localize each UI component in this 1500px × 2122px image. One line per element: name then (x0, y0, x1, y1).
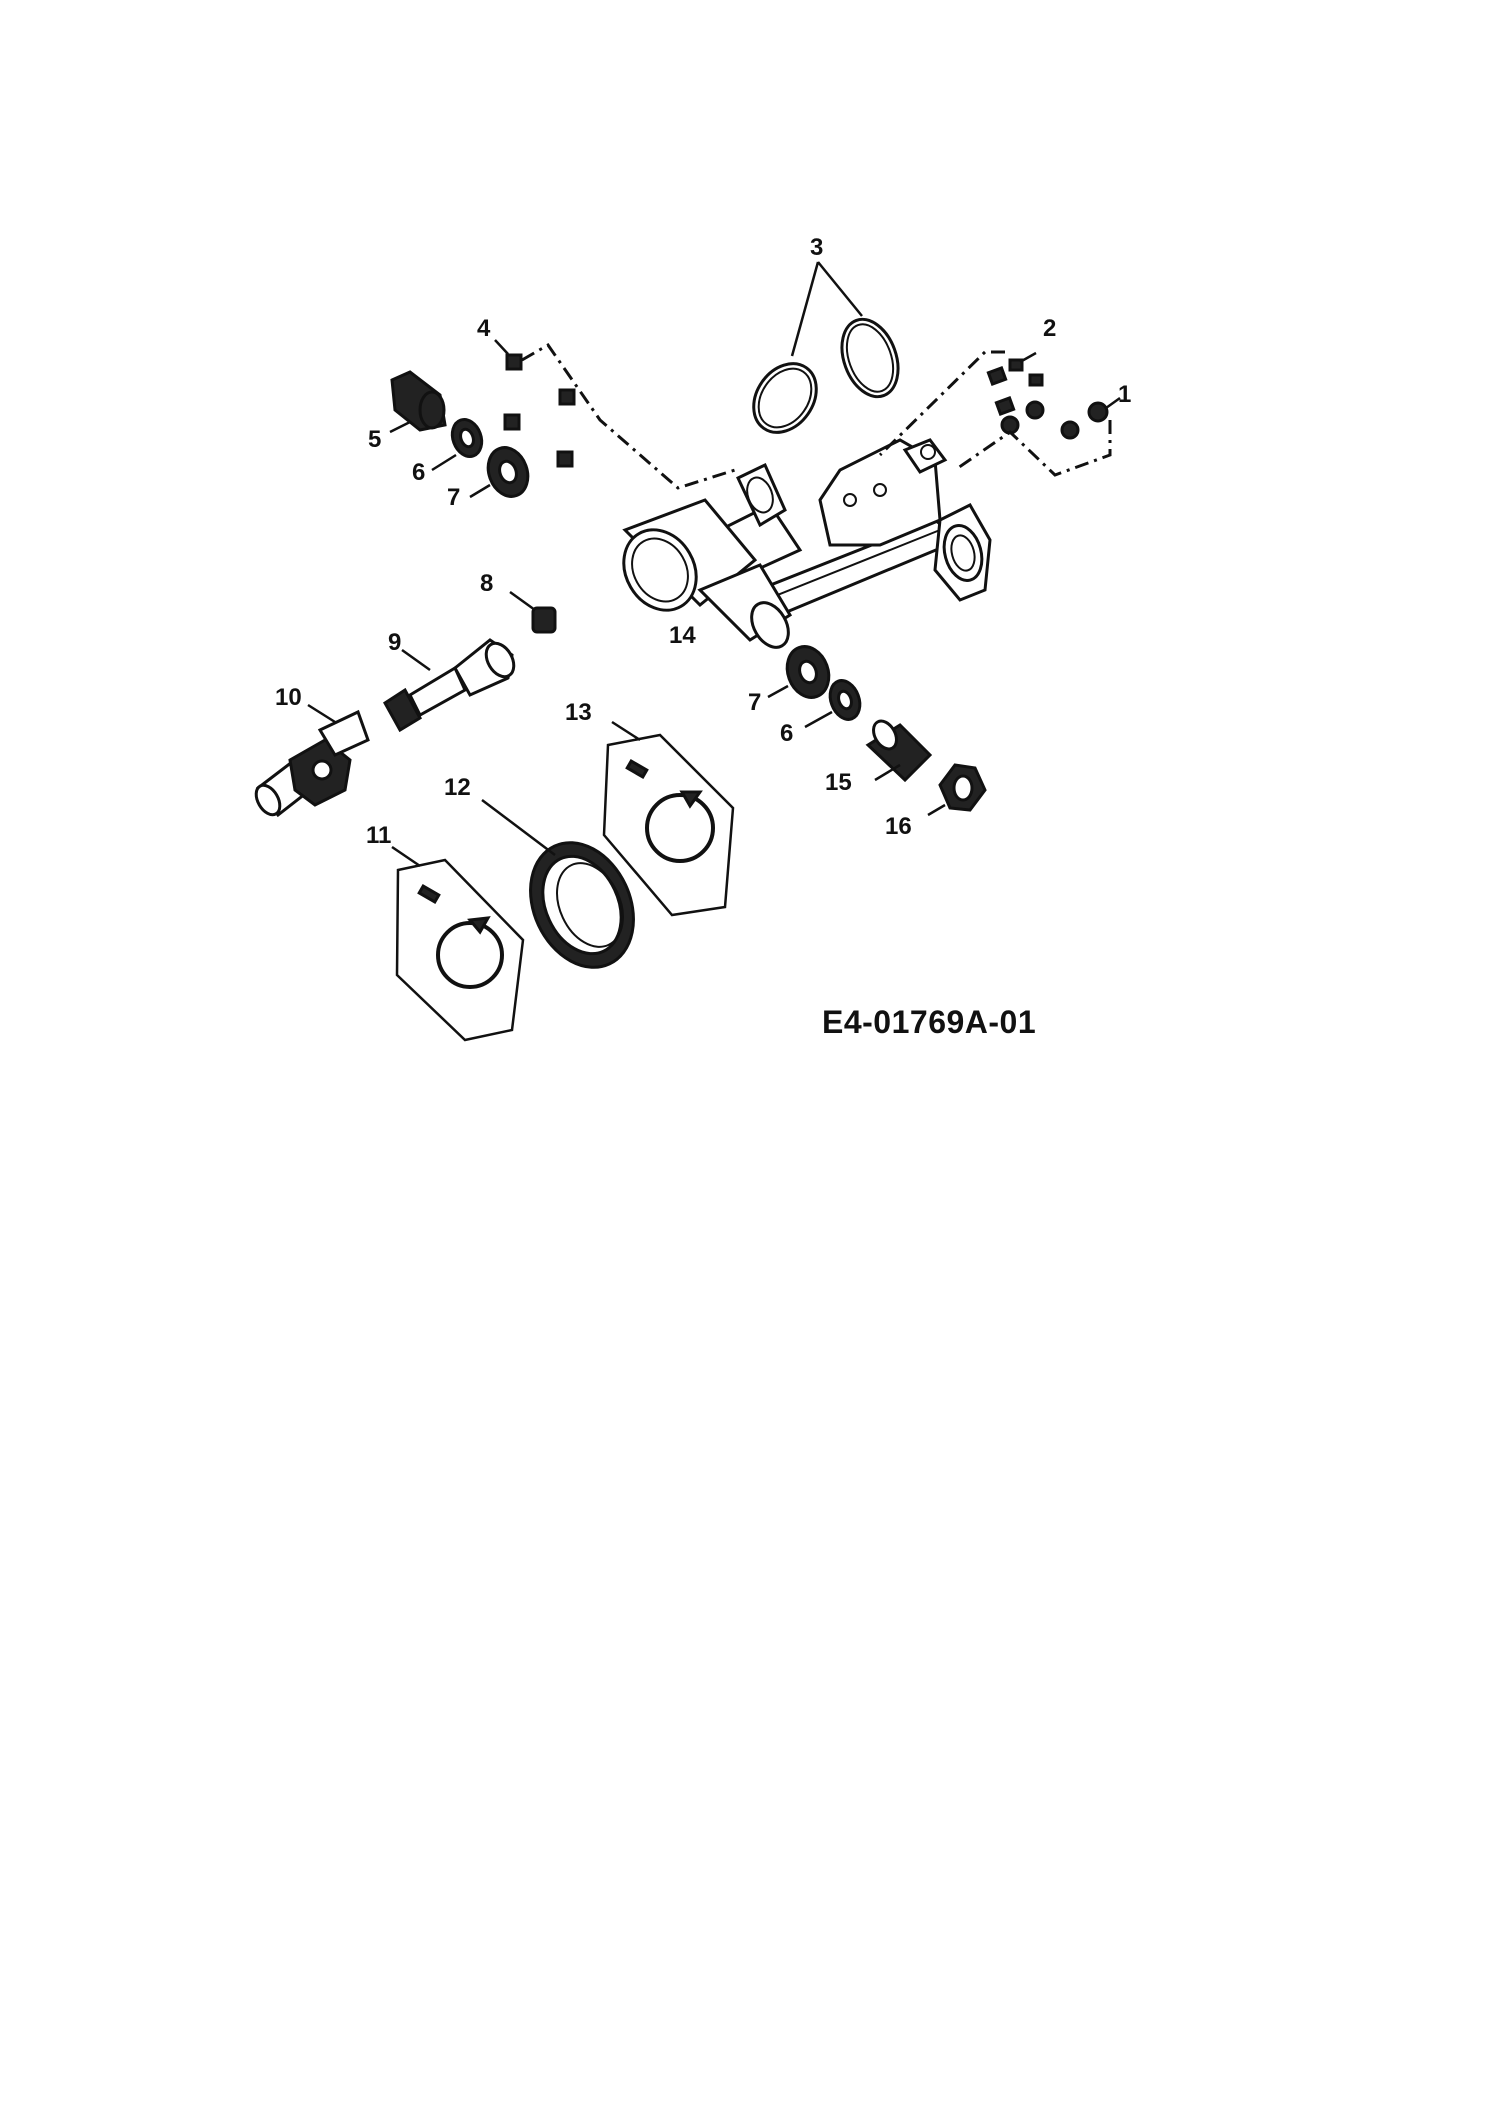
leader-4 (521, 343, 736, 490)
leader-1 (954, 420, 1112, 477)
part-14-housing (622, 438, 992, 649)
callout-14: 14 (669, 622, 696, 649)
part-15-spindle (865, 719, 933, 783)
part-3-o-rings (752, 261, 900, 434)
callout-10: 10 (275, 684, 302, 711)
exploded-parts-diagram: 1 2 3 4 5 6 7 8 9 10 11 12 13 14 7 6 15 … (254, 234, 1131, 1042)
callout-12: 12 (444, 774, 471, 801)
part-4-screws (494, 339, 576, 468)
part-5-coupling (389, 370, 447, 434)
part-13-retaining-clip-pack (602, 720, 735, 917)
callout-6-left: 6 (412, 459, 425, 486)
callout-2: 2 (1043, 315, 1056, 342)
callout-5: 5 (368, 426, 381, 453)
part-12-seal (481, 799, 635, 969)
callout-4: 4 (477, 315, 491, 342)
callout-8: 8 (480, 570, 493, 597)
part-10-u-joint (254, 703, 370, 818)
callout-16: 16 (885, 813, 912, 840)
part-7b-bearing (767, 645, 831, 699)
part-2-screws (986, 351, 1045, 435)
callout-15: 15 (825, 769, 852, 796)
part-16-flange-nut (927, 763, 987, 817)
part-11-retaining-clip-pack (391, 845, 525, 1042)
callout-3: 3 (810, 234, 823, 261)
part-8-plug (509, 590, 557, 634)
part-9-shaft (383, 638, 516, 733)
part-6a-washer (431, 418, 484, 472)
callout-9: 9 (388, 629, 401, 656)
callout-13: 13 (565, 699, 592, 726)
leader-2 (878, 350, 1005, 457)
part-7a-bearing (469, 446, 530, 499)
part-6b-washer (804, 679, 862, 729)
callout-7-right: 7 (748, 689, 761, 716)
callout-11: 11 (366, 822, 391, 849)
callout-6-right: 6 (780, 720, 793, 747)
callout-1: 1 (1118, 381, 1131, 408)
part-1-nuts (1060, 396, 1121, 440)
diagram-code: E4-01769A-01 (822, 1004, 1037, 1040)
callout-7-left: 7 (447, 484, 460, 511)
